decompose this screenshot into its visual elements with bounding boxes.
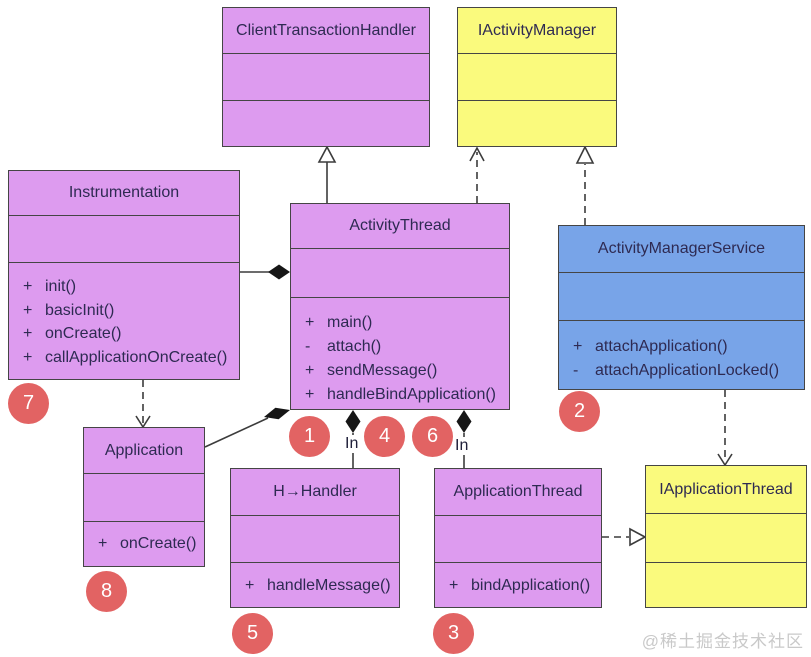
class-applicationthread: ApplicationThread + bindApplication() [434,468,602,608]
class-activitymanagerservice: ActivityManagerService + attachApplicati… [558,225,805,390]
step-marker-4: 4 [364,416,405,457]
class-methods-compartment: + attachApplication() - attachApplicatio… [559,321,804,389]
realization-ams-iactivitymanager [575,145,595,225]
method-visibility: + [98,535,108,552]
method-visibility: + [449,577,459,594]
method-visibility: + [305,386,315,403]
method-name: basicInit() [45,301,115,319]
class-attributes-compartment [435,516,601,563]
method-row: + basicInit() [9,299,239,323]
class-clienttransactionhandler: ClientTransactionHandler [222,7,430,147]
method-row: + sendMessage() [291,359,509,383]
method-visibility: + [305,314,315,331]
class-attributes-compartment [231,516,399,563]
class-title: ClientTransactionHandler [223,8,429,54]
class-methods-compartment: + main() - attach() + sendMessage() + ha… [291,298,509,409]
class-methods-compartment: + onCreate() [84,522,204,566]
class-methods-compartment: + handleMessage() [231,563,399,607]
class-title: IActivityManager [458,8,616,54]
method-row: + onCreate() [9,322,239,346]
class-methods-compartment [646,563,806,607]
method-name: attach() [327,338,382,355]
method-name: callApplicationOnCreate() [45,348,228,366]
method-name: init() [45,278,77,295]
inner-class-label: In [453,437,471,455]
method-row: + main() [291,311,509,335]
method-visibility: + [23,278,33,295]
class-title: Instrumentation [9,171,239,216]
method-row: + init() [9,275,239,299]
class-attributes-compartment [9,216,239,263]
method-visibility: + [23,301,33,319]
method-visibility: - [573,362,579,379]
class-title: ActivityManagerService [559,226,804,273]
method-visibility: - [305,338,311,355]
method-name: onCreate() [45,325,122,342]
composition-activitythread-application [204,407,290,448]
inner-class-label: In [343,435,361,453]
method-visibility: + [305,362,315,379]
method-row: + handleMessage() [231,574,399,598]
composition-activitythread-instrumentation [240,264,290,280]
class-methods-compartment: + bindApplication() [435,563,601,607]
method-row: + handleBindApplication() [291,383,509,407]
class-methods-compartment: + init() + basicInit() + onCreate() + ca… [9,263,239,379]
method-row: + onCreate() [84,532,204,556]
class-attributes-compartment [646,514,806,563]
class-title: ApplicationThread [435,469,601,516]
step-marker-6: 6 [412,416,453,457]
method-row: + callApplicationOnCreate() [9,346,239,370]
class-title: Application [84,428,204,474]
realization-applicationthread-iapplicationthread [602,527,647,547]
method-name: sendMessage() [327,362,438,379]
class-attributes-compartment [223,54,429,101]
method-visibility: + [245,577,255,594]
class-methods-compartment [458,101,616,146]
class-title: IApplicationThread [646,466,806,514]
class-iapplicationthread: IApplicationThread [645,465,807,608]
step-marker-5: 5 [232,613,273,654]
method-name: handleBindApplication() [327,386,496,403]
method-visibility: + [23,325,33,342]
class-application: Application + onCreate() [83,427,205,567]
dependency-ams-iapplicationthread [717,390,733,467]
class-iactivitymanager: IActivityManager [457,7,617,147]
method-visibility: + [573,338,583,355]
method-name: attachApplication() [595,338,728,355]
method-row: + bindApplication() [435,574,601,598]
step-marker-2: 2 [559,391,600,432]
watermark: @稀土掘金技术社区 [641,632,804,651]
step-marker-7: 7 [8,383,49,424]
class-methods-compartment [223,101,429,146]
class-attributes-compartment [291,249,509,298]
method-name: handleMessage() [267,577,391,594]
class-attributes-compartment [84,474,204,522]
dependency-instrumentation-application [135,380,151,429]
method-name: main() [327,314,373,331]
method-row: + attachApplication() [559,335,804,359]
method-row: - attach() [291,335,509,359]
class-attributes-compartment [559,273,804,321]
class-attributes-compartment [458,54,616,101]
class-title: H→Handler [231,469,399,516]
step-marker-3: 3 [433,613,474,654]
generalization-activitythread-clienttransactionhandler [317,145,337,203]
method-name: bindApplication() [471,577,591,594]
step-marker-8: 8 [86,571,127,612]
class-title: ActivityThread [291,204,509,249]
step-marker-1: 1 [289,416,330,457]
method-name: onCreate() [120,535,197,552]
class-instrumentation: Instrumentation + init() + basicInit() +… [8,170,240,380]
class-h-handler: H→Handler + handleMessage() [230,468,400,608]
method-visibility: + [23,348,33,366]
method-row: - attachApplicationLocked() [559,359,804,383]
dependency-activitythread-iactivitymanager [469,146,485,203]
class-activitythread: ActivityThread + main() - attach() + sen… [290,203,510,410]
method-name: attachApplicationLocked() [595,362,780,379]
